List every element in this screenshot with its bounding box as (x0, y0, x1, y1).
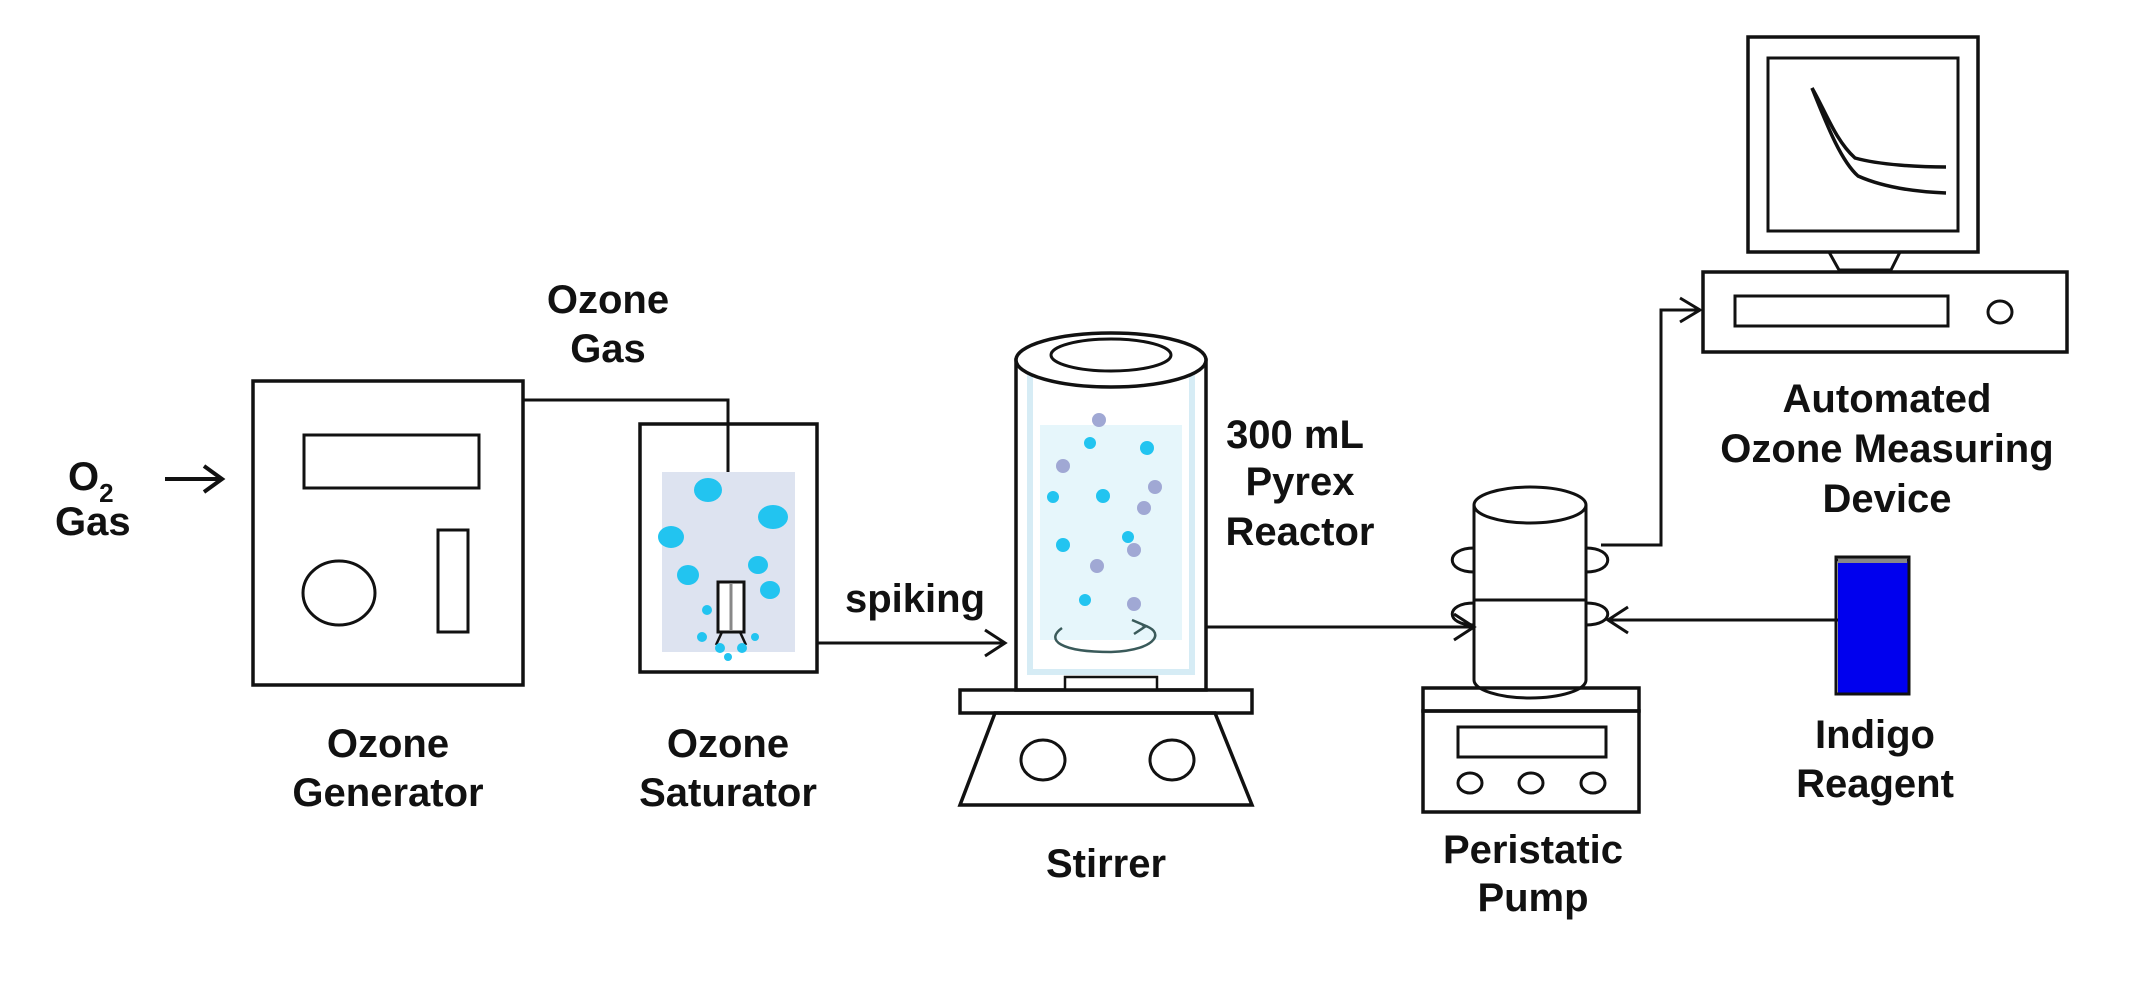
svg-text:Generator: Generator (292, 771, 483, 815)
dial-icon (1579, 771, 1607, 795)
svg-text:O2: O2 (68, 455, 114, 508)
dial-icon (1456, 771, 1484, 795)
measuring-device-label: Automated Ozone Measuring Device (1720, 377, 2053, 521)
ozone-generator (251, 379, 525, 687)
reactor-label: 300 mL Pyrex Reactor (1226, 413, 1375, 554)
device-base (1701, 270, 2069, 354)
svg-text:Device: Device (1823, 477, 1952, 521)
svg-text:Ozone: Ozone (547, 278, 669, 322)
svg-text:Pyrex: Pyrex (1246, 460, 1355, 504)
o2-gas-label: O2 Gas (55, 455, 131, 544)
indigo-reagent-label: Indigo Reagent (1796, 713, 1954, 806)
arrow-icon (984, 628, 1008, 658)
pump-to-device-line (1601, 308, 1698, 547)
pyrex-reactor (1014, 331, 1208, 692)
ozone-saturator (638, 422, 819, 674)
ozone-generator-label: Ozone Generator (292, 722, 483, 815)
dial-icon (1986, 299, 2014, 325)
stirrer (957, 688, 1255, 807)
svg-text:Pump: Pump (1477, 876, 1588, 920)
generator-slot (436, 528, 470, 634)
dial-icon (1517, 771, 1545, 795)
arrow-icon (1679, 296, 1703, 324)
svg-text:Saturator: Saturator (639, 771, 817, 815)
ozone-saturator-label: Ozone Saturator (639, 722, 817, 815)
svg-text:Automated: Automated (1783, 377, 1992, 421)
pump-label: Peristatic Pump (1443, 828, 1623, 920)
saturator-bubbles (658, 478, 788, 661)
dial-icon (1019, 738, 1067, 782)
spiking-label: spiking (845, 577, 985, 621)
svg-text:Gas: Gas (55, 500, 131, 544)
svg-text:Gas: Gas (570, 327, 646, 371)
svg-text:Ozone Measuring: Ozone Measuring (1720, 427, 2053, 471)
svg-text:Reagent: Reagent (1796, 762, 1954, 806)
measuring-device (1701, 35, 2069, 354)
svg-text:Ozone: Ozone (667, 722, 789, 766)
decay-curve-1 (1810, 87, 1947, 169)
reactor-bubbles (1047, 413, 1162, 611)
arrow-icon (165, 464, 226, 494)
generator-display (302, 433, 481, 490)
indigo-reagent (1834, 555, 1911, 696)
pump-display (1456, 725, 1608, 759)
arrow-icon (1605, 605, 1629, 635)
ozone-gas-label: Ozone Gas (547, 278, 669, 371)
decay-curve-2 (1810, 87, 1947, 195)
svg-text:Peristatic: Peristatic (1443, 828, 1623, 872)
dial-icon (301, 559, 377, 627)
svg-text:300 mL: 300 mL (1226, 413, 1364, 457)
monitor-screen (1766, 56, 1960, 233)
stir-bar (1063, 675, 1159, 692)
device-slot (1733, 294, 1950, 328)
svg-text:Indigo: Indigo (1815, 713, 1935, 757)
stirrer-label: Stirrer (1046, 842, 1166, 886)
svg-text:Ozone: Ozone (327, 722, 449, 766)
peristaltic-pump (1421, 485, 1641, 814)
svg-text:Reactor: Reactor (1226, 510, 1375, 554)
monitor (1746, 35, 1980, 254)
dial-icon (1148, 738, 1196, 782)
